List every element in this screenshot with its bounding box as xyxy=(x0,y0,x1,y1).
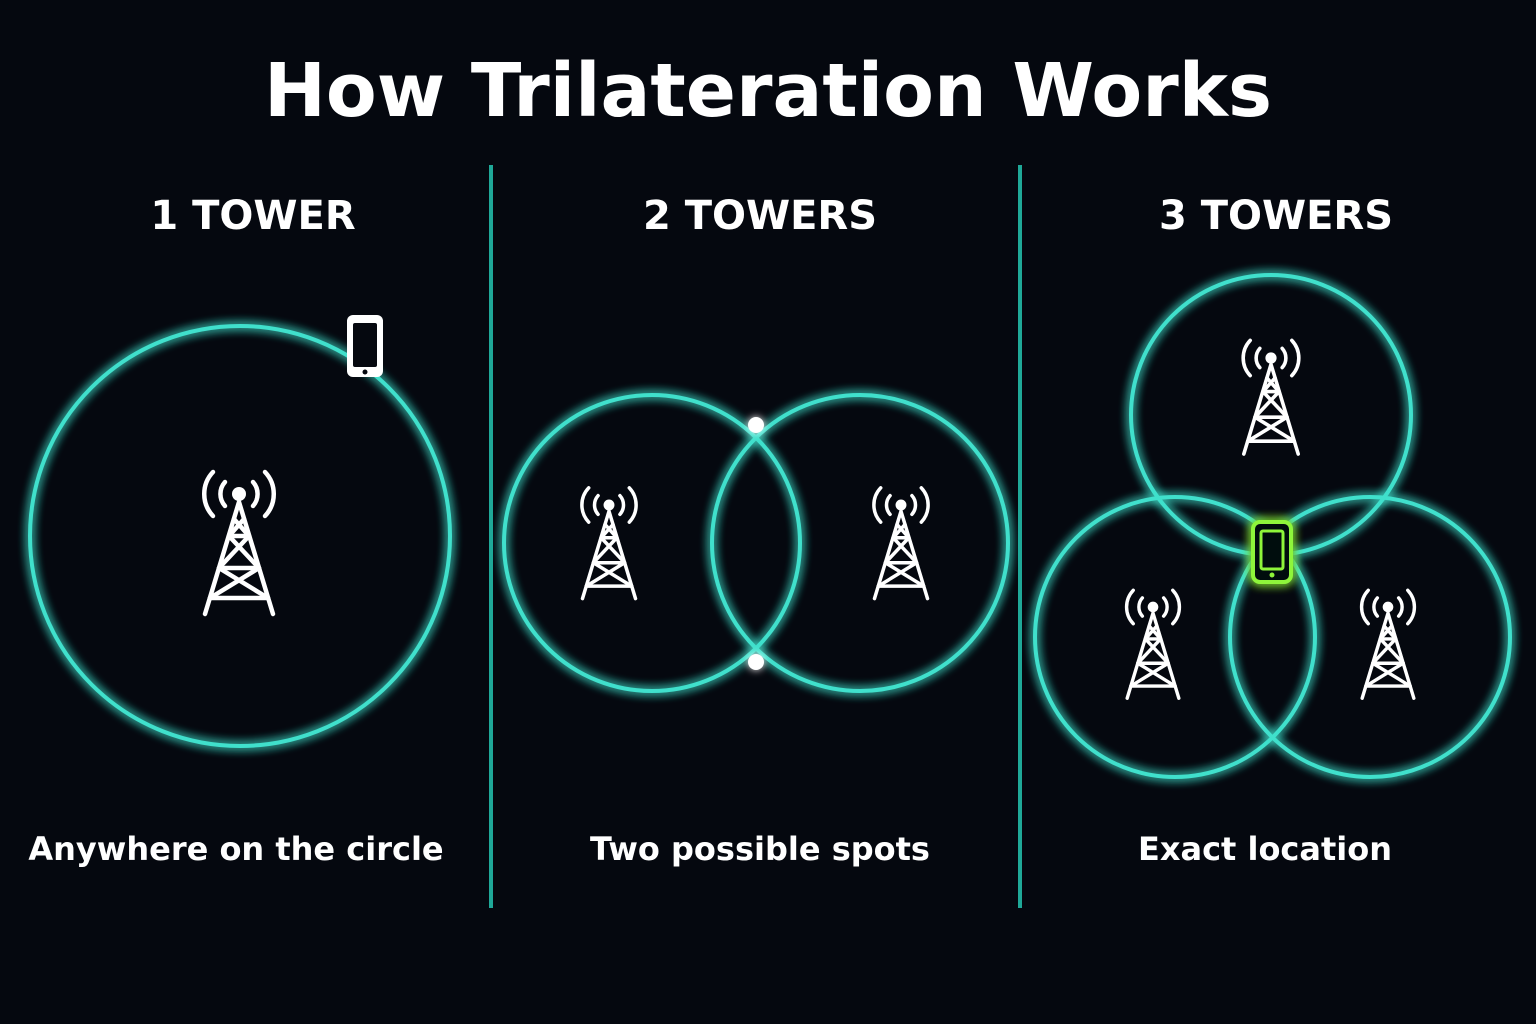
range-circle xyxy=(502,393,802,693)
tower-icon xyxy=(1359,588,1417,700)
range-circle xyxy=(1228,495,1512,779)
panel-caption: Exact location xyxy=(1138,830,1392,868)
page-title: How Trilateration Works xyxy=(264,48,1272,134)
panel-two-towers: 2 TOWERS Two possible spots xyxy=(502,193,1010,868)
phone-icon xyxy=(347,315,383,377)
tower-icon xyxy=(204,472,274,614)
tower-icon xyxy=(1241,338,1301,456)
intersection-dot-icon xyxy=(748,417,764,433)
panel-one-tower: 1 TOWER Anywhere on the circle xyxy=(28,193,452,868)
intersection-dot-icon xyxy=(748,654,764,670)
panel-heading: 1 TOWER xyxy=(150,193,355,239)
panel-caption: Two possible spots xyxy=(590,830,930,868)
tower-icon xyxy=(1124,588,1182,700)
range-circle xyxy=(710,393,1010,693)
range-circle xyxy=(1033,495,1317,779)
panel-three-towers: 3 TOWERS Exact location xyxy=(1033,193,1512,868)
panel-heading: 3 TOWERS xyxy=(1159,193,1393,239)
panel-heading: 2 TOWERS xyxy=(643,193,877,239)
range-circle xyxy=(28,324,452,748)
tower-icon xyxy=(872,486,930,601)
range-circle xyxy=(1129,273,1413,557)
panel-caption: Anywhere on the circle xyxy=(28,830,443,868)
tower-icon xyxy=(580,486,638,601)
phone-icon xyxy=(1251,520,1293,584)
